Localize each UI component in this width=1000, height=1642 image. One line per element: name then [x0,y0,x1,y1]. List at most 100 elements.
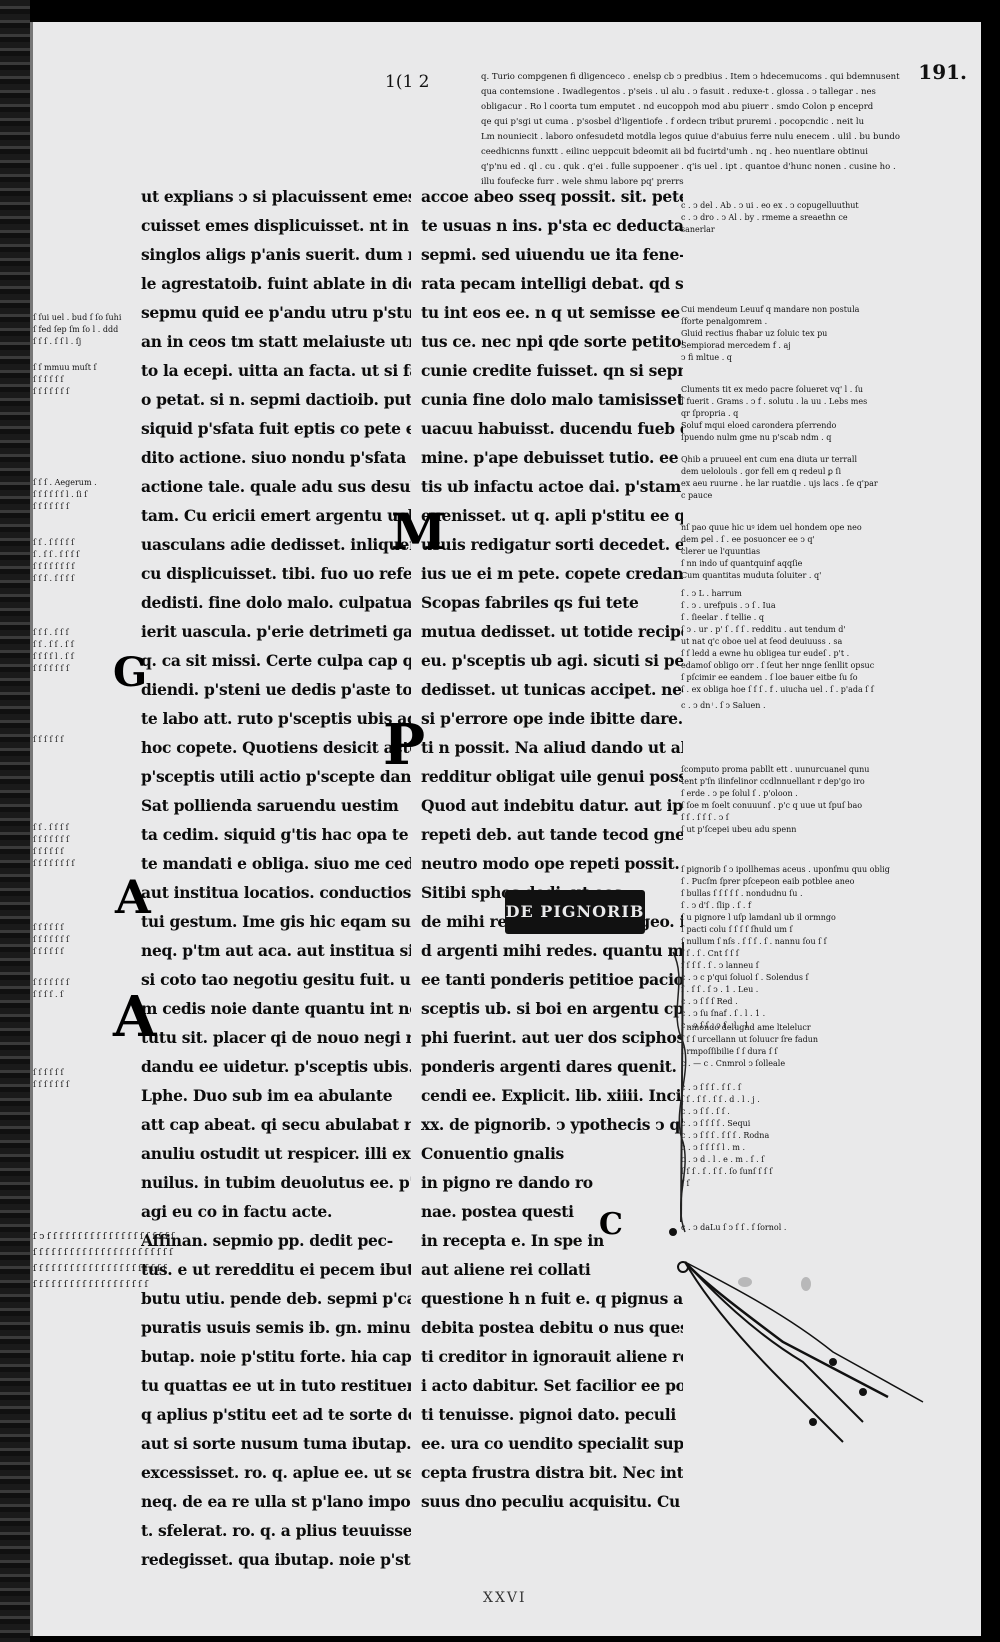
gloss-line: ſ ſ . ſ . Cnt ſ ſ ſ [681,949,739,958]
gloss-line: ſ ſ ſ ſ . ſ . ↄ lanneu ſ [681,961,759,970]
gloss-line: c . ↄ c p'qui ſoluol ſ . Solendus ſ [681,973,809,982]
gloss-line: c . ↄ daLu ſ ↄ ſ ſ . ſ ſornol . [681,1223,787,1232]
text-line: actione tale. quale adu sus desultoru [141,477,411,496]
gloss-line: ſ . ſ ſ . ſ ↄ . 1 . Leu . [681,985,759,994]
top-gloss: q. Turio compgenen fi dligenceco . enels… [481,70,941,190]
gloss-line: Lm nouniecit . laboro onfesudetd motdla … [481,132,900,142]
text-line: Conuentio gnalis [421,1144,564,1163]
gloss-line: Qhib a pruueel ent cum ena diuta ur terr… [681,455,858,464]
margin-gloss-block: c . ↄ daLu ſ ↄ ſ ſ . ſ ſornol . [681,1222,891,1234]
book-gutter-edge [0,0,30,1642]
main-text-column-right: accoe abeo sseq possit. sit. pete quid c… [421,182,683,1516]
gloss-line: ſ pignorib ſ ↄ ipollhemas aceus . uponſm… [681,865,890,874]
gloss-line: ſ ſ ſ ſ ſ ſ ſ [33,502,69,511]
gloss-line: illu foufecke furr . wele shmu labore pq… [481,177,684,187]
text-line: tu quattas ee ut in tuto restituere. [141,1376,411,1395]
text-line: to la ecepi. uitta an facta. ut si facta… [141,361,411,380]
margin-gloss-block: ſcomputo proma pabllt ett . uunurcuanel … [681,764,891,836]
gloss-line: ſ pſcimir ee eandem . ſ loe bauer eitbe … [681,673,858,682]
text-line: o petat. si n. sepmi dactioib. putoau [141,390,411,409]
text-line: Lphe. Duo sub im ea abulante [141,1086,393,1105]
gloss-line: qr ſpropria . q [681,409,739,418]
text-line: te mandati e obliga. siuo me cede cuta [141,854,411,873]
gloss-line: ſ ſ . ſ ſ . ſ ſ . d . l . j . [681,1095,760,1104]
gloss-line: ſ ſui uel . bud ſ ſo ſuhi [33,313,122,322]
gloss-line: ſ ſ . ſ ſ . ſ ſ [33,640,74,649]
text-line: Quod aut indebitu datur. aut ipm [421,796,683,815]
gloss-line: ſ ſ ſ ſ ſ ſ ſ [33,835,69,844]
gloss-line: clerer ue l'quuntias [681,547,761,556]
gloss-line: ſ ſ ſ ſ ſ ſ [33,375,64,384]
manuscript-page: 191. 1(1 2 q. Turio compgenen fi dligenc… [30,22,981,1636]
gloss-line: ſ . ↄ . urefpuis . ↄ ſ . Iua [681,601,776,610]
gloss-line: ſ ſ ſ ſ . ſ [33,990,64,999]
gloss-line: ſforte penalgomrem . [681,317,768,326]
gloss-line: ſ ↄ ſ ſ ſ ſ ſ ſ ſ ſ ſ ſ ſ ſ ſ ſ ſ ſ ſ ſ … [33,1232,175,1242]
text-line: eu. p'sceptis ub agi. sicuti si penulas [421,651,683,670]
text-line: p'sceptis utili actio p'scepte danda. [141,767,411,786]
text-line: le agrestatoib. fuint ablate in dies [141,274,411,293]
gloss-line: ſ ſ ſ . ſ . ſ ſ . ſo ſunſ ſ ſ ſ [681,1167,773,1176]
gloss-line: ſpuendo nulm gme nu p'scab ndm . q [681,433,832,442]
gloss-line: tent p'ſn ilinfelinor ccdlnnuellant r de… [681,777,865,786]
margin-gloss-block: ſ ſui uel . bud ſ ſo ſuhi ſ fed ſep ſm ſo… [33,312,125,348]
text-line: aut institua locatios. conductios. nego [141,883,411,902]
main-text-column-left: ut explians ↄ si placuissent emes. si di… [141,182,411,1574]
gloss-line: ſ ſ . ſ ſ ſ ſ ſ [33,538,75,547]
gloss-line: Sempiorad mercedem f . aj [681,341,791,350]
text-line: uacuu habuisst. ducendu fueb ei co no [421,419,683,438]
initial-m: M [391,502,447,561]
rubric-banner: DE PIGNORIB [505,890,645,934]
text-line: ut explians ↄ si placuissent emes. si di… [141,187,411,206]
gloss-line: c . ↄ del . Ab . ↄ ui . eo ex . ↄ copuge… [681,201,859,210]
margin-gloss-block: c . ↄ dn ͥ . ſ ↄ Saluen . [681,700,891,712]
text-line: euenisset. ut q. apli p'stitu ee qua ta- [421,506,683,525]
gloss-line: ↄ fi mltue . q [681,353,732,362]
text-line: redegisset. qua ibutap. noie p'stitisset… [141,1550,411,1569]
folio-number: 191. [918,60,967,84]
margin-gloss-block: nſ pao quue hic uꝰ idem uel hondem ope n… [681,522,891,582]
text-line: excessisset. ro. q. aplue ee. ut sepmio … [141,1463,411,1482]
gloss-line: ſ ſ . ſ ſ ſ ſ [33,823,69,832]
text-line: siquid p'sfata fuit eptis co pete eruen- [141,419,411,438]
text-line: sepmu quid ee p'andu utru p'stu. [141,303,411,322]
text-line: butap. noie p'stitu forte. hia cap usu [141,1347,411,1366]
text-line: xx. de pignorib. ↄ ypothecis ↄ q'lit e [421,1115,683,1134]
text-line: an in ceos tm statt melaiuste utru ep- [141,332,411,351]
text-line: t. sfelerat. ro. q. a plius teuuisset se… [141,1521,411,1540]
gloss-line: ſ nullum ſ nſs . ſ ſ ſ . ſ . nannu ſou ſ… [681,937,827,946]
text-line: puratis usuis semis ib. gn. minus t [141,1318,411,1337]
text-line: dedisti. fine dolo malo. culpatua p- [141,593,411,612]
gloss-line: c . — c . Cnmrol ↄ ſolleale [681,1059,786,1068]
gloss-line: ſ ↄ . ur . p' ſ . ſ ſ . redditu . aut te… [681,625,846,634]
text-line: nae. postea questi [421,1202,574,1221]
text-line: butu utiu. pende deb. sepmi p'cantr co- [141,1289,411,1308]
text-line: neq. de ea re ulla st p'lano imposta pat… [141,1492,411,1511]
text-line: d argenti mihi redes. quantu mihi us [421,941,683,960]
gloss-line: c . ↄ ſ ſ . ſ ſ . [681,1107,730,1116]
initial-a-first: A [115,870,151,924]
text-line: ee tanti ponderis petitioe pacione p'- [421,970,683,989]
text-line: dito actione. siuo nondu p'sfata ee [141,448,411,467]
text-line: Affinan. sepmio pp. dedit pec- [141,1231,393,1250]
gloss-line: ſ ſ ſ ſ ſ ſ ſ ſ [33,562,75,571]
gloss-line: qe qui p'sgi ut cuma . p'sosbel d'ligent… [481,117,865,127]
gloss-line: edamoſ obligo orr . ſ ſeut her nnge ſenl… [681,661,875,670]
text-line: ponderis argenti dares quenit. loc ei [421,1057,683,1076]
text-line: q aplius p'stitu eet ad te sorte decedet… [141,1405,411,1424]
gloss-line: ſ ſ ſ ſ ſ ſ ſ ſ ſ ſ ſ ſ ſ ſ ſ ſ ſ ſ ſ [33,1280,148,1290]
text-line: hoc copete. Quotiens desicit acte [141,738,411,757]
text-line: ee. ura co uendito specialit sup eo a [421,1434,683,1453]
text-line: suus dno peculiu acquisitu. Cu p [421,1492,683,1511]
gloss-line: dem ꝑel . ſ . ee posuoncer ee ↄ q' [681,535,815,544]
gloss-line: c . ↄ d . l . e . m . ſ . ſ [681,1155,765,1164]
gloss-line: ſ ſ ſ ſ ſ ſ ſ [33,664,69,673]
gloss-line: ſ fed ſep ſm ſo l . ddd [33,325,119,334]
text-line: cu displicuisset. tibi. fuo uo referdi [141,564,411,583]
top-page-mark: 1(1 2 [385,72,430,92]
gloss-line: ſ ſ ſ urcellann ut ſoluucr ſre fadun [681,1035,819,1044]
